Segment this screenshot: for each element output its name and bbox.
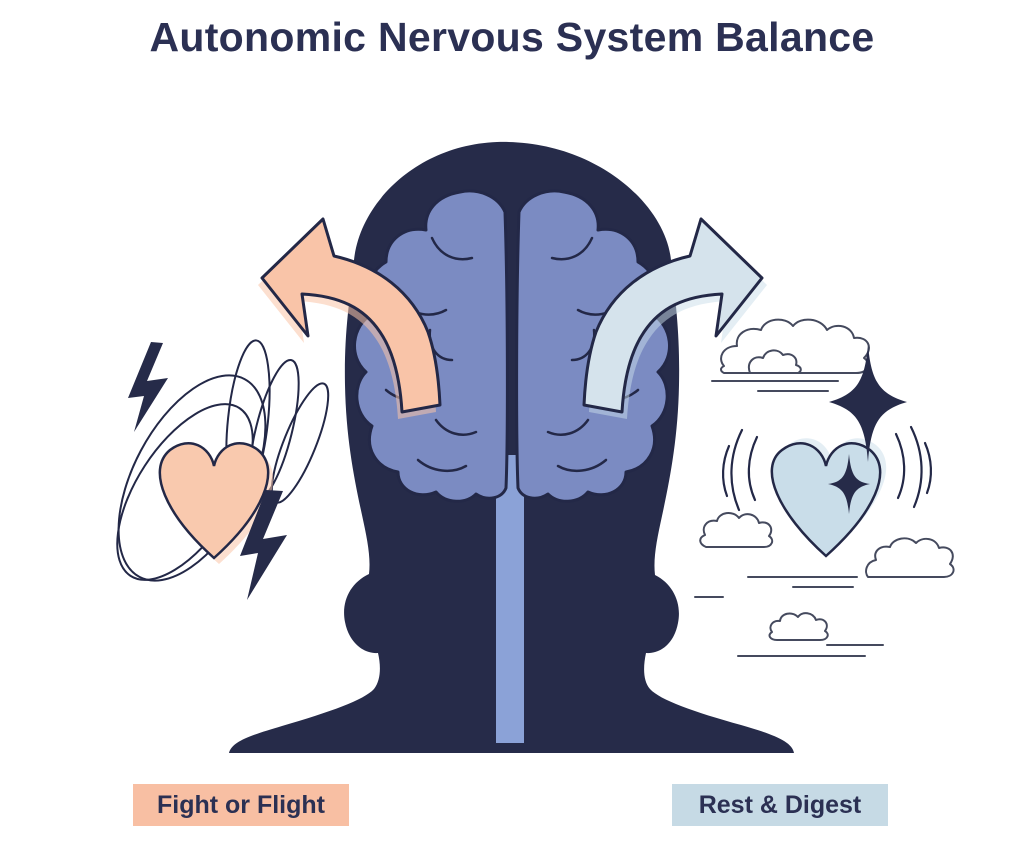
cloud-icon [748,349,802,374]
heartbeat-arc-lines [722,425,932,512]
racing-heart-icon [158,442,270,560]
parasympathetic-arrow-icon [582,217,764,414]
sparkle-icon [828,454,870,514]
cloud-icon [768,612,829,641]
sparkle-icon [829,344,907,462]
sympathetic-arrow-icon [260,217,442,414]
lightning-bolt-icon [128,342,168,432]
breeze-lines [694,380,884,657]
rest-and-digest-label: Rest & Digest [672,784,888,826]
cloud-icon [865,537,955,578]
page-title: Autonomic Nervous System Balance [149,14,875,60]
calm-cluster [694,318,955,657]
calm-heart-icon [770,442,882,558]
lightning-bolt-icon [240,490,287,600]
cloud-icon [699,512,774,548]
fight-or-flight-label: Fight or Flight [133,784,349,826]
stress-cluster [116,339,330,600]
spinal-cord [496,455,524,743]
